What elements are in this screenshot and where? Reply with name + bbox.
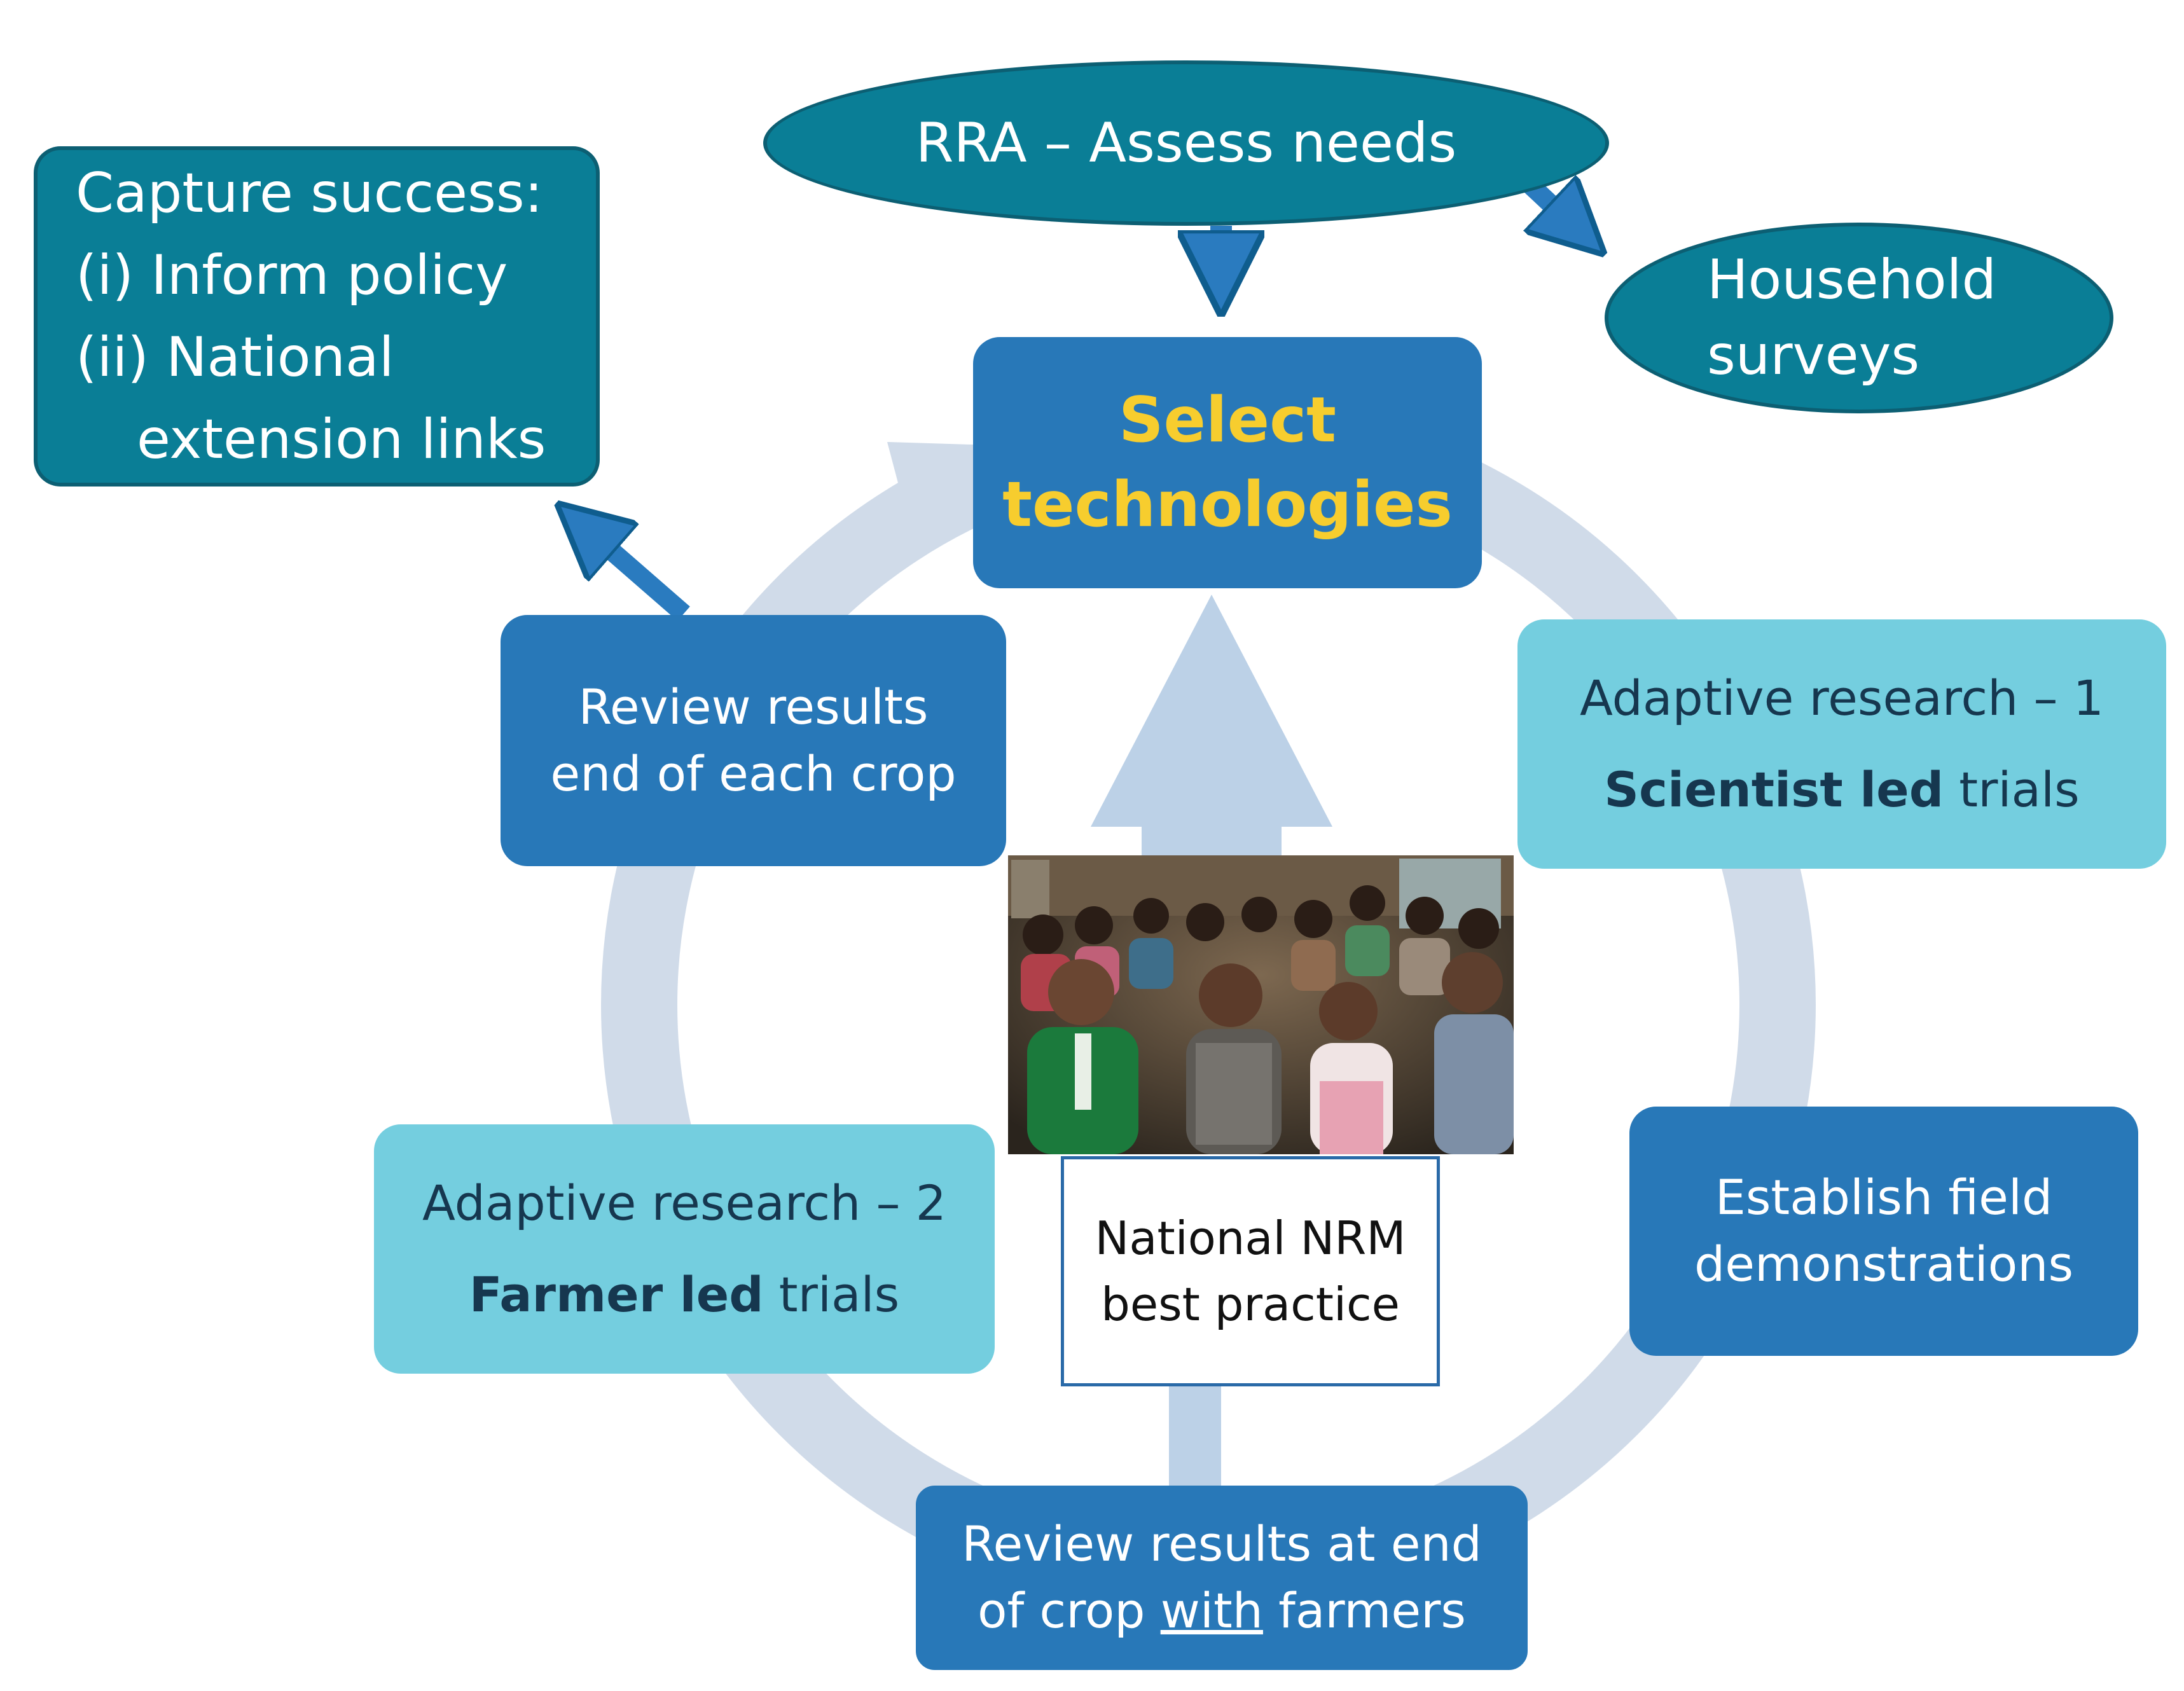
central-up-arrow-icon bbox=[1091, 595, 1332, 865]
review-with-farmers-node: Review results at end of crop with farme… bbox=[916, 1486, 1528, 1670]
adaptive1-bold: Scientist led bbox=[1604, 761, 1944, 818]
adaptive2-line2: Farmer led trials bbox=[469, 1249, 900, 1341]
capture-line1: Capture success: bbox=[76, 161, 543, 225]
capture-line2: (i) Inform policy bbox=[76, 243, 508, 307]
adaptive2-bold: Farmer led bbox=[469, 1266, 764, 1323]
capture-success-node: Capture success: (i) Inform policy (ii) … bbox=[34, 146, 600, 487]
review-each-line2: end of each crop bbox=[550, 745, 957, 802]
adaptive1-line2: Scientist led trials bbox=[1604, 744, 2080, 836]
review-each-crop-node: Review results end of each crop bbox=[501, 615, 1006, 866]
select-technologies-node: Select technologies bbox=[973, 337, 1482, 588]
field-demo-line1: Establish field bbox=[1715, 1169, 2053, 1226]
caption-line2: best practice bbox=[1101, 1278, 1400, 1331]
household-surveys-node: Household surveys bbox=[1605, 223, 2113, 413]
capture-line4: extension links bbox=[137, 407, 546, 471]
select-line1: Select bbox=[1118, 384, 1337, 457]
review-farmers-line1: Review results at end bbox=[962, 1515, 1482, 1573]
review-farmers-pre: of crop bbox=[978, 1582, 1161, 1639]
adaptive-research-1-node: Adaptive research – 1 Scientist led tria… bbox=[1517, 619, 2166, 869]
central-arrow-lower-shaft bbox=[1169, 1380, 1221, 1501]
household-line1: Household bbox=[1707, 248, 1997, 312]
rra-assess-needs-node: RRA – Assess needs bbox=[763, 60, 1609, 226]
adaptive1-line1: Adaptive research – 1 bbox=[1580, 669, 2104, 726]
cycle-arrow-head-icon bbox=[887, 442, 992, 550]
review-each-line1: Review results bbox=[578, 678, 929, 735]
caption-line1: National NRM bbox=[1095, 1211, 1406, 1265]
field-demonstrations-node: Establish field demonstrations bbox=[1629, 1107, 2138, 1356]
national-nrm-caption: National NRM best practice bbox=[1061, 1156, 1440, 1386]
household-line2: surveys bbox=[1707, 324, 1920, 387]
adaptive2-line1: Adaptive research – 2 bbox=[422, 1174, 946, 1231]
review-farmers-line2: of crop with farmers bbox=[978, 1578, 1466, 1645]
select-line2: technologies bbox=[1002, 468, 1453, 541]
capture-line3: (ii) National bbox=[76, 325, 394, 389]
farmers-meeting-photo bbox=[1008, 855, 1514, 1154]
review-farmers-underline: with bbox=[1160, 1582, 1263, 1639]
adaptive2-rest: trials bbox=[763, 1266, 900, 1323]
field-demo-line2: demonstrations bbox=[1694, 1236, 2074, 1292]
rra-label: RRA – Assess needs bbox=[915, 111, 1457, 175]
arrow-to-capture-icon bbox=[585, 528, 690, 621]
adaptive1-rest: trials bbox=[1944, 761, 2080, 818]
adaptive-research-2-node: Adaptive research – 2 Farmer led trials bbox=[374, 1124, 995, 1374]
review-farmers-post: farmers bbox=[1262, 1582, 1466, 1639]
